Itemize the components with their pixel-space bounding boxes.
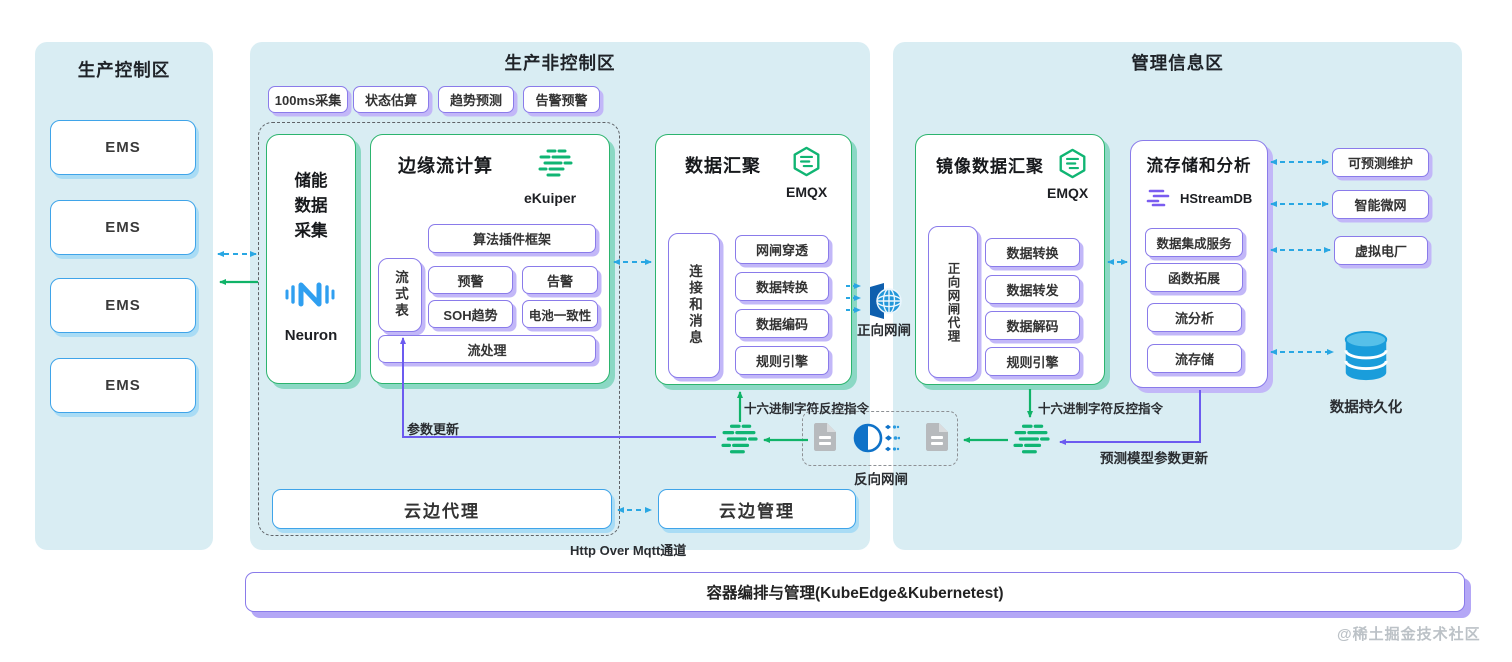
- hex-command-label-right: 十六进制字符反控指令: [1038, 402, 1164, 416]
- soh-trend-chip: SOH趋势: [428, 300, 513, 328]
- ems-node-1: EMS: [50, 120, 196, 175]
- hex-command-label-left: 十六进制字符反控指令: [744, 402, 870, 416]
- zone-title-production-control: 生产控制区: [77, 60, 171, 80]
- mirror-data-decode-chip: 数据解码: [985, 311, 1080, 340]
- battery-consistency-chip: 电池一致性: [522, 300, 598, 328]
- mirror-aggregation-title: 镜像数据汇聚: [936, 157, 1044, 176]
- watermark: @稀土掘金技术社区: [1337, 626, 1481, 643]
- hstreamdb-label: HStreamDB: [1180, 191, 1253, 206]
- zone-title-management-info: 管理信息区: [1131, 53, 1224, 73]
- mirror-data-forward-chip: 数据转发: [985, 275, 1080, 304]
- virtual-power-plant-chip: 虚拟电厂: [1334, 236, 1428, 265]
- container-orchestration-bar: 容器编排与管理(KubeEdge&Kubernetest): [245, 572, 1465, 612]
- stream-processing-chip: 流处理: [378, 335, 596, 363]
- function-extend-chip: 函数拓展: [1145, 263, 1243, 292]
- reverse-gateway-label: 反向网闸: [854, 472, 908, 487]
- neuron-label: Neuron: [284, 327, 338, 344]
- data-aggregation-title: 数据汇聚: [685, 156, 761, 176]
- stream-storage-title: 流存储和分析: [1146, 157, 1252, 175]
- hstreamdb-icon: [1146, 188, 1172, 213]
- ekuiper-icon: [536, 147, 574, 184]
- data-persistence-label: 数据持久化: [1329, 400, 1403, 416]
- forward-gateway-label: 正向网闸: [857, 323, 911, 338]
- predictive-maintenance-chip: 可预测维护: [1332, 148, 1429, 177]
- data-encode-chip: 数据编码: [735, 309, 829, 338]
- plugin-framework-chip: 算法插件框架: [428, 224, 596, 253]
- zone-title-production-noncontrol: 生产非控制区: [504, 53, 616, 73]
- tag-100ms-collect: 100ms采集: [268, 86, 348, 113]
- storage-data-collect-panel: 储能 数据 采集 Neuron: [266, 134, 356, 384]
- file-icon-left: [812, 421, 838, 458]
- emqx-icon: [792, 146, 821, 182]
- cloud-edge-mgmt-box: 云边管理: [658, 489, 856, 529]
- forward-gateway-proxy-chip: 正向网闸代理: [928, 226, 978, 378]
- model-param-update-label: 预测模型参数更新: [1100, 451, 1208, 466]
- edge-node-dashed-box: [258, 122, 620, 536]
- ems-node-3: EMS: [50, 278, 196, 333]
- emqx-icon-mirror: [1058, 148, 1087, 184]
- file-icon-right: [924, 421, 950, 458]
- ems-node-2: EMS: [50, 200, 196, 255]
- stream-icon-right: [1011, 422, 1051, 461]
- ekuiper-label: eKuiper: [524, 190, 577, 206]
- edge-stream-title: 边缘流计算: [398, 156, 493, 176]
- early-warning-chip: 预警: [428, 266, 513, 294]
- stream-storage-chip: 流存储: [1147, 344, 1242, 373]
- storage-data-collect-title: 储能 数据 采集: [294, 172, 328, 240]
- database-icon: [1340, 330, 1392, 389]
- connect-message-chip: 连接和消息: [668, 233, 720, 378]
- http-over-mqtt-label: Http Over Mqtt通道: [570, 543, 687, 558]
- tag-alarm-warning: 告警预警: [523, 86, 600, 113]
- tag-state-estimate: 状态估算: [353, 86, 429, 113]
- data-convert-chip: 数据转换: [735, 272, 829, 301]
- data-integration-chip: 数据集成服务: [1145, 228, 1243, 257]
- stream-icon-left: [719, 422, 759, 461]
- tag-trend-predict: 趋势预测: [438, 86, 514, 113]
- cloud-edge-agent-box: 云边代理: [272, 489, 612, 529]
- reverse-gateway-icon: [852, 418, 901, 463]
- mirror-rule-engine-chip: 规则引擎: [985, 347, 1080, 376]
- param-update-label: 参数更新: [407, 422, 460, 437]
- mirror-data-convert-chip: 数据转换: [985, 238, 1080, 267]
- rule-engine-chip: 规则引擎: [735, 346, 829, 375]
- emqx-label: EMQX: [786, 184, 828, 200]
- stream-table-chip: 流式表: [378, 258, 422, 332]
- gateway-penetrate-chip: 网闸穿透: [735, 235, 829, 264]
- alarm-chip: 告警: [522, 266, 598, 294]
- forward-gateway-icon: [864, 281, 904, 326]
- stream-analysis-chip: 流分析: [1147, 303, 1242, 332]
- ems-node-4: EMS: [50, 358, 196, 413]
- reverse-gateway-dashed-box: [802, 411, 958, 466]
- emqx-label-mirror: EMQX: [1047, 185, 1089, 201]
- smart-microgrid-chip: 智能微网: [1332, 190, 1429, 219]
- neuron-icon: [284, 277, 338, 316]
